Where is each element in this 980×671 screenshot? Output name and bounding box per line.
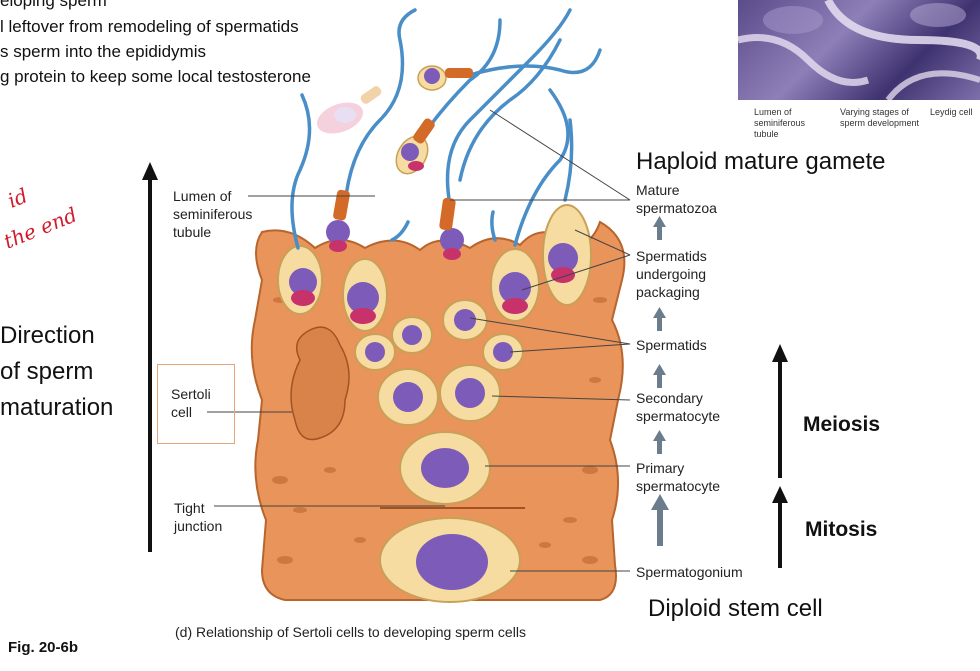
micro-caption-leydig: Leydig cell [930, 107, 973, 117]
sertoli-nucleus [290, 326, 350, 441]
figure-caption: (d) Relationship of Sertoli cells to dev… [175, 624, 526, 640]
secondary-spermatocyte-nucleus-1 [393, 382, 423, 412]
packaging-label: Spermatids undergoing packaging [636, 247, 707, 301]
spermatids-label: Spermatids [636, 337, 707, 353]
right-leader-lines [450, 109, 631, 572]
spermatogonium-nucleus [416, 534, 488, 590]
meiosis-label: Meiosis [803, 413, 881, 436]
left-leader-lines [207, 195, 445, 507]
sertoli-label-line-2: cell [171, 404, 193, 420]
tight-junction-label-line-1: Tight [174, 500, 205, 516]
secondary-spermatocyte-label: Secondary spermatocyte [636, 389, 720, 425]
packaging-label-line-1: Spermatids [636, 248, 707, 264]
direction-line-2: of sperm [0, 358, 94, 385]
primary-label-line-2: spermatocyte [636, 478, 721, 494]
micro-caption-stages: Varying stages of sperm development [840, 107, 920, 128]
lumen-label: Lumen of seminiferous tubule [173, 187, 252, 241]
haploid-title: Haploid mature gamete [636, 148, 886, 175]
sertoli-label-box [157, 364, 235, 444]
mature-spermatozoa [316, 65, 473, 231]
primary-spermatocyte-label: Primary spermatocyte [636, 459, 720, 495]
direction-line-3: maturation [0, 394, 114, 421]
lumen-label-line-3: tubule [173, 224, 212, 240]
micro-caption-lumen: Lumen of seminiferous tubule [754, 107, 806, 139]
primary-spermatocyte-nucleus [421, 448, 469, 488]
lumen-label-line-2: seminiferous [173, 206, 253, 222]
mitosis-label: Mitosis [805, 518, 878, 541]
lumen-label-line-1: Lumen of [173, 188, 232, 204]
sertoli-label: Sertoli cell [171, 385, 211, 421]
sertoli-label-line-1: Sertoli [171, 386, 211, 402]
secondary-label-line-2: spermatocyte [636, 408, 721, 424]
note-line-4: g protein to keep some local testosteron… [0, 67, 311, 86]
mature-label-line-1: Mature [636, 182, 680, 198]
direction-line-1: Direction [0, 322, 95, 349]
note-line-3: s sperm into the epididymis [0, 42, 206, 61]
stage-arrows [651, 216, 669, 546]
diploid-title: Diploid stem cell [648, 595, 823, 622]
tight-junction-label: Tight junction [174, 499, 222, 535]
note-line-2: l leftover from remodeling of spermatids [0, 17, 299, 36]
micrograph-image [737, 0, 980, 102]
packaging-spermatids [277, 204, 592, 332]
mature-spermatozoa-label: Mature spermatozoa [636, 181, 717, 217]
figure-number: Fig. 20-6b [8, 639, 79, 656]
packaging-label-line-3: packaging [636, 284, 700, 300]
packaging-label-line-2: undergoing [636, 266, 707, 282]
mature-label-line-2: spermatozoa [636, 200, 717, 216]
secondary-label-line-1: Secondary [636, 390, 703, 406]
tight-junction-label-line-2: junction [174, 518, 223, 534]
meiosis-arrow-head [772, 344, 788, 362]
direction-text: Direction of sperm maturation [0, 318, 113, 426]
spermatogonium-label: Spermatogonium [636, 564, 743, 580]
maturation-arrow-head [142, 162, 158, 180]
primary-label-line-1: Primary [636, 460, 685, 476]
micrograph-detail [737, 0, 980, 102]
mitosis-arrow-head [772, 486, 788, 503]
secondary-spermatocyte-nucleus-2 [455, 378, 485, 408]
spermatids-group [354, 299, 524, 371]
note-line-1: eloping sperm [0, 0, 107, 10]
